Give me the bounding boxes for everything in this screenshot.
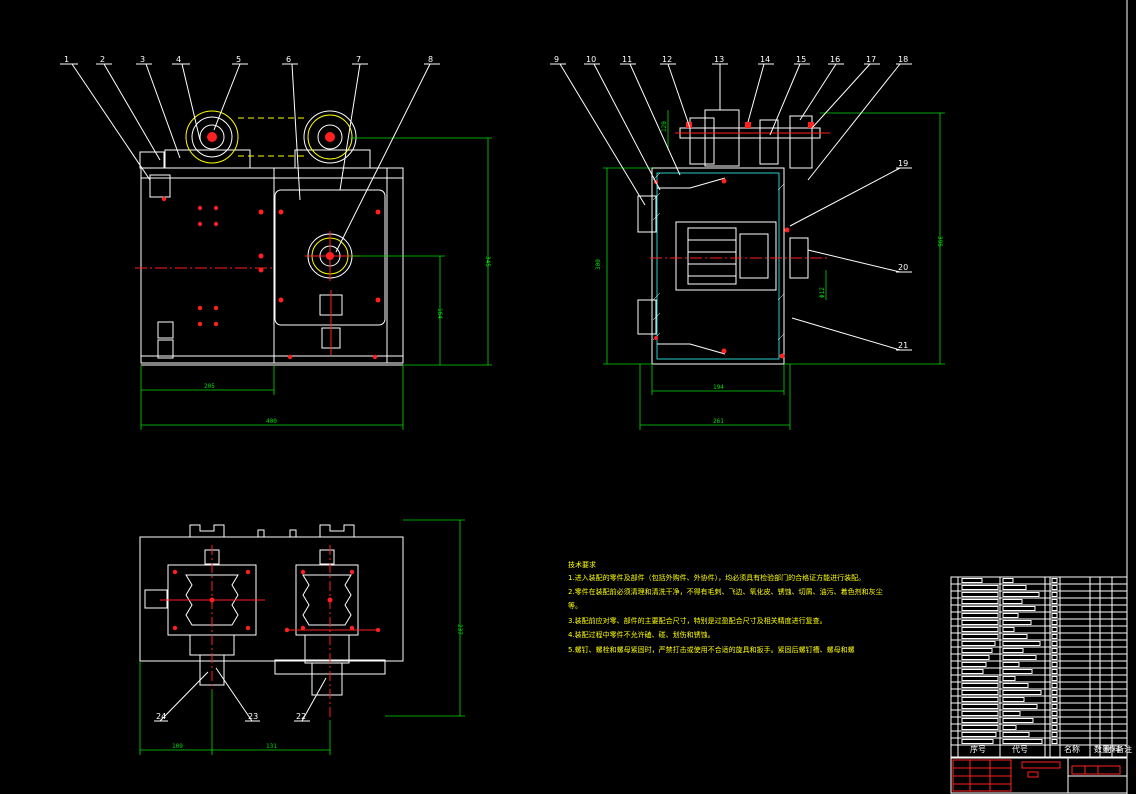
front-label-3: 3 bbox=[140, 55, 145, 64]
side-label-14: 14 bbox=[760, 55, 770, 64]
side-bracket-lower bbox=[637, 299, 657, 335]
front-dim-total-width: 400 bbox=[266, 418, 277, 425]
front-view: 205 400 345 164 1 2 3 4 5 6 7 8 bbox=[60, 55, 492, 430]
side-label-16: 16 bbox=[830, 55, 840, 64]
side-label-9: 9 bbox=[554, 55, 559, 64]
title-block bbox=[950, 757, 1128, 794]
side-dim-inner-width: 194 bbox=[713, 384, 724, 391]
front-label-6: 6 bbox=[286, 55, 291, 64]
side-housing-outline bbox=[651, 167, 785, 365]
side-label-19: 19 bbox=[898, 159, 908, 168]
top-housing-outline bbox=[139, 536, 404, 662]
front-label-4: 4 bbox=[176, 55, 181, 64]
side-view: 194 261 300 395 120 Φ12 9 10 11 12 13 14… bbox=[550, 55, 945, 430]
side-dim-total-height: 395 bbox=[936, 236, 943, 247]
front-pulley-right bbox=[303, 110, 357, 164]
tech-note-2b: 等。 bbox=[568, 601, 582, 610]
top-label-22: 22 bbox=[296, 712, 306, 721]
side-motor bbox=[675, 221, 777, 291]
side-label-21: 21 bbox=[898, 341, 908, 350]
side-bracket-upper bbox=[637, 195, 657, 233]
bom-col-seq: 序号 bbox=[970, 744, 986, 754]
side-label-10: 10 bbox=[586, 55, 596, 64]
bom-col-name: 名称 bbox=[1064, 744, 1080, 754]
front-bracket-left bbox=[139, 151, 165, 169]
front-label-1: 1 bbox=[64, 55, 69, 64]
side-label-13: 13 bbox=[714, 55, 724, 64]
front-label-5: 5 bbox=[236, 55, 241, 64]
tech-note-4: 4.装配过程中零件不允许磕、碰、划伤和锈蚀。 bbox=[568, 630, 715, 639]
side-label-12: 12 bbox=[662, 55, 672, 64]
top-view: 109 131 237 24 23 22 bbox=[139, 519, 465, 755]
front-label-2: 2 bbox=[100, 55, 105, 64]
tech-note-3: 3.装配前应对零、部件的主要配合尺寸，特别是过盈配合尺寸及相关精度进行复查。 bbox=[568, 616, 827, 625]
bom-col-qty: 数量 bbox=[1094, 744, 1110, 754]
side-label-17: 17 bbox=[866, 55, 876, 64]
tech-note-5: 5.螺钉、螺栓和螺母紧固时，严禁打击或使用不合适的旋具和扳手。紧固后螺钉槽、螺母… bbox=[568, 645, 855, 654]
top-dim-depth: 237 bbox=[456, 624, 463, 635]
top-dim-right: 131 bbox=[266, 743, 277, 750]
bom-col-remark: 备注 bbox=[1116, 744, 1132, 754]
front-housing-outline bbox=[140, 167, 404, 364]
bom-col-material: 材料 bbox=[1104, 744, 1120, 754]
tech-note-2: 2.零件在装配前必须清理和清洗干净，不得有毛刺、飞边、氧化皮、锈蚀、切屑、油污、… bbox=[568, 587, 883, 596]
side-dim-body-height: 300 bbox=[595, 259, 602, 270]
front-label-8: 8 bbox=[428, 55, 433, 64]
front-dim-left: 205 bbox=[204, 383, 215, 390]
side-label-15: 15 bbox=[796, 55, 806, 64]
front-label-7: 7 bbox=[356, 55, 361, 64]
side-label-20: 20 bbox=[898, 263, 908, 272]
side-label-18: 18 bbox=[898, 55, 908, 64]
front-dim-center-height: 164 bbox=[436, 308, 443, 319]
top-label-23: 23 bbox=[248, 712, 258, 721]
tech-notes-title: 技术要求 bbox=[568, 560, 596, 569]
top-dim-left: 109 bbox=[172, 743, 183, 750]
side-dim-shaft: Φ12 bbox=[819, 287, 826, 298]
front-dim-total-height: 345 bbox=[484, 256, 491, 267]
side-label-11: 11 bbox=[622, 55, 632, 64]
top-label-24: 24 bbox=[156, 712, 166, 721]
side-dim-top: 120 bbox=[661, 121, 668, 132]
bom-col-code: 代号 bbox=[1012, 744, 1028, 754]
technical-requirements: 技术要求 1.进入装配的零件及部件（包括外购件、外协件），均必须具有检验部门的合… bbox=[568, 560, 883, 654]
bom-footer: 序号 代号 名称 数量 材料 备注 bbox=[970, 744, 1132, 754]
side-dim-total-width: 261 bbox=[713, 418, 724, 425]
bill-of-materials bbox=[950, 576, 1128, 758]
front-pulley-left bbox=[185, 110, 239, 164]
tech-note-1: 1.进入装配的零件及部件（包括外购件、外协件），均必须具有检验部门的合格证方能进… bbox=[568, 573, 865, 582]
